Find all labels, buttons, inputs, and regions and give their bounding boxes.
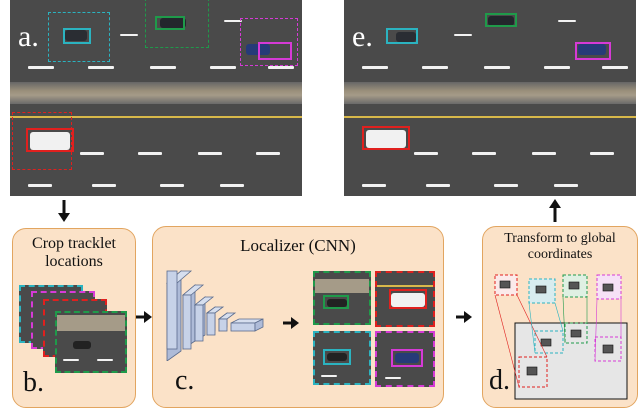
lane-marking	[590, 152, 614, 155]
lane-marking	[426, 184, 450, 187]
yellow-edge-line	[344, 116, 636, 118]
detection-box-magenta	[391, 349, 423, 367]
detection-box-red	[389, 289, 427, 309]
lane-marking	[88, 66, 114, 69]
panel-c-title: Localizer (CNN)	[240, 236, 356, 255]
panel-a-aerial-photo: a.	[10, 0, 302, 196]
car-dark	[65, 30, 87, 41]
lane-marking	[210, 66, 236, 69]
lane-marking	[494, 184, 518, 187]
lane-marking	[120, 34, 138, 36]
car-dark	[327, 299, 347, 307]
lane-marking	[220, 184, 244, 187]
detection-box-green	[485, 13, 517, 27]
car-blue	[578, 44, 606, 55]
lane-marking	[414, 152, 438, 155]
tracklet-box-red	[12, 112, 72, 170]
lane-marking	[558, 20, 576, 22]
tracklet-box-cyan	[48, 12, 110, 62]
car-dark	[396, 32, 416, 42]
detection-box-green	[323, 295, 349, 309]
lane-marking	[28, 66, 54, 69]
tracklet-box-magenta	[240, 18, 298, 66]
car-dark	[160, 18, 186, 28]
output-tile-cyan	[313, 331, 371, 385]
lane-marking	[422, 66, 448, 69]
panel-d-title: Transform to global coordinates	[504, 231, 616, 262]
detection-box-cyan	[386, 28, 418, 44]
arrow-up-icon	[549, 199, 561, 222]
lane-marking	[544, 66, 570, 69]
lane-marking	[92, 184, 116, 187]
lane-marking	[268, 66, 294, 69]
arrow-right-icon	[283, 317, 299, 329]
car-dark	[73, 341, 91, 349]
lane-marking	[150, 66, 176, 69]
panel-b-crop-tracklets: Crop tracklet locations b.	[12, 228, 136, 408]
lane-marking	[138, 152, 162, 155]
lane-marking	[454, 34, 472, 36]
road-median	[344, 82, 636, 104]
road-median	[10, 82, 302, 104]
detection-box-red	[362, 126, 410, 150]
tracklet-box-green	[145, 0, 209, 48]
lane-marking	[532, 152, 556, 155]
lane-marking	[28, 184, 52, 187]
panel-e-label: e.	[352, 20, 373, 53]
detection-box-green	[155, 16, 185, 30]
output-tile-green	[313, 271, 371, 325]
lane-marking	[80, 152, 104, 155]
detection-box-magenta	[575, 42, 611, 60]
lane-marking	[602, 66, 628, 69]
detection-box-red	[26, 128, 74, 152]
output-tile-red	[375, 271, 435, 327]
car-dark	[488, 16, 514, 26]
lane-marking	[160, 184, 184, 187]
car-dark	[327, 353, 347, 361]
panel-e-aerial-photo: e.	[344, 0, 636, 196]
car-blue	[395, 353, 419, 363]
car-white	[391, 293, 425, 307]
lane-marking	[484, 66, 510, 69]
panel-b-label: b.	[23, 367, 44, 398]
panel-d-transform: Transform to global coordinates d.	[482, 226, 638, 408]
yellow-edge-line	[10, 116, 302, 118]
car-white	[30, 132, 70, 150]
lane-marking	[362, 184, 386, 187]
arrow-down-icon	[58, 200, 70, 222]
car-white	[366, 130, 406, 148]
lane-marking	[472, 152, 496, 155]
panel-a-label: a.	[18, 20, 39, 53]
panel-c-localizer: Localizer (CNN)	[152, 226, 444, 408]
detection-box-cyan	[63, 28, 91, 44]
detection-box-magenta	[258, 42, 292, 60]
arrow-right-icon	[456, 311, 472, 323]
lane-marking	[362, 66, 388, 69]
arrow-right-icon	[136, 311, 152, 323]
panel-d-label: d.	[489, 365, 510, 396]
lane-marking	[198, 152, 222, 155]
lane-marking	[224, 20, 242, 22]
lane-marking	[256, 152, 280, 155]
panel-b-title: Crop tracklet locations	[32, 235, 116, 270]
coordinate-transform-diagram	[494, 274, 628, 400]
output-tile-magenta	[375, 331, 435, 387]
crop-tile-green	[55, 311, 127, 373]
cnn-network-icon	[165, 270, 264, 361]
detection-box-cyan	[323, 349, 351, 365]
lane-marking	[554, 184, 578, 187]
panel-c-label: c.	[175, 365, 195, 396]
